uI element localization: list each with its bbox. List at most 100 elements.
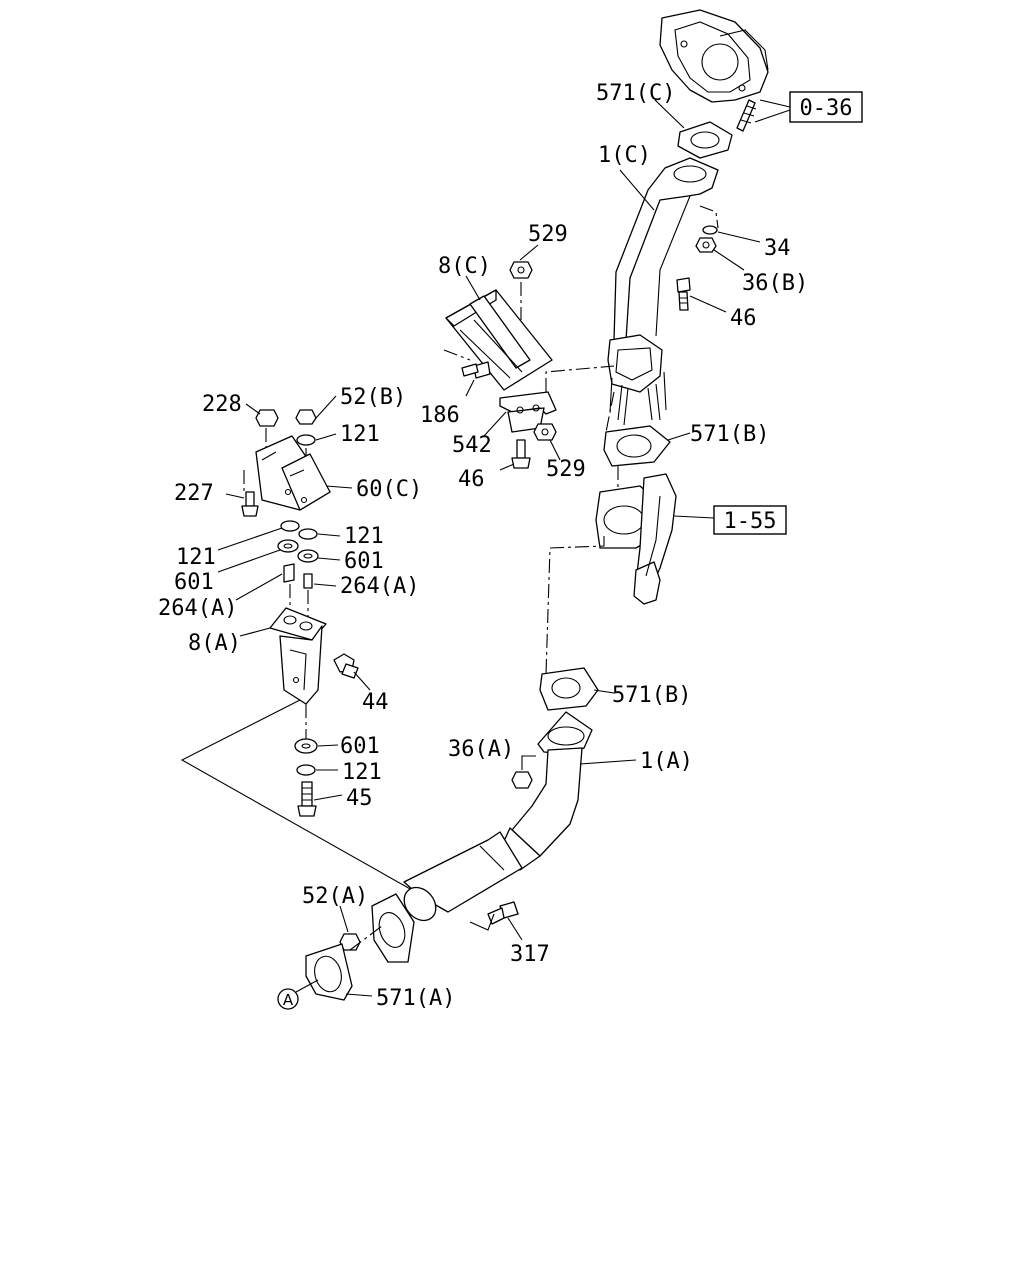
label-1c: 1(C) xyxy=(598,143,651,168)
lead-1a xyxy=(579,759,637,765)
lead-121c xyxy=(217,527,283,551)
nut-529-top xyxy=(509,261,533,279)
label-121b: 121 xyxy=(344,524,384,549)
label-571c: 571(C) xyxy=(596,81,675,106)
label-601b: 601 xyxy=(344,549,384,574)
lead-marker-a xyxy=(295,979,319,993)
label-52a: 52(A) xyxy=(302,884,368,909)
label-121d: 121 xyxy=(342,760,382,785)
dash-gasket-flange xyxy=(349,925,383,951)
label-264a-right: 264(A) xyxy=(340,574,419,599)
nut-36a xyxy=(511,771,533,789)
lead-571b-lower xyxy=(593,689,615,694)
washer-121-lower xyxy=(296,764,316,776)
washer-121-mid-right xyxy=(298,528,318,540)
label-227: 227 xyxy=(174,481,214,506)
marker-a-label: A xyxy=(283,991,294,1009)
nut-529-bottom xyxy=(533,423,557,441)
bolt-317 xyxy=(487,901,519,925)
lead-8c xyxy=(465,275,481,301)
label-121c: 121 xyxy=(176,545,216,570)
label-34: 34 xyxy=(764,236,791,261)
gasket-571b-upper xyxy=(603,425,671,467)
washer-121-upper xyxy=(296,434,316,446)
label-52b: 52(B) xyxy=(340,385,406,410)
label-46-top: 46 xyxy=(730,306,757,331)
label-1a: 1(A) xyxy=(640,749,693,774)
bracket-8a xyxy=(269,607,327,705)
lead-60c xyxy=(325,485,353,489)
bolt-46-bottom xyxy=(511,439,531,469)
lead-601a xyxy=(217,549,281,573)
label-529-top: 529 xyxy=(528,222,568,247)
lead-46-bottom xyxy=(499,463,515,471)
label-529-bottom: 529 xyxy=(546,457,586,482)
label-186: 186 xyxy=(420,403,460,428)
lead-121b xyxy=(317,533,341,537)
lead-529-top xyxy=(519,244,539,261)
lead-121a xyxy=(315,433,337,441)
label-571a: 571(A) xyxy=(376,986,455,1011)
gasket-571b-lower xyxy=(539,667,599,711)
lead-36a xyxy=(521,755,536,770)
lead-44 xyxy=(353,671,371,691)
label-8c: 8(C) xyxy=(438,254,491,279)
turbo-housing xyxy=(659,9,769,103)
label-228: 228 xyxy=(202,392,242,417)
bolt-46-top xyxy=(676,277,691,311)
lead-571c xyxy=(654,99,685,129)
label-264a-left: 264(A) xyxy=(158,596,237,621)
lead-264a-right xyxy=(313,583,337,587)
label-46-bottom: 46 xyxy=(458,467,485,492)
bolt-44 xyxy=(333,653,359,679)
dash-top-flange xyxy=(699,205,719,229)
lead-228 xyxy=(245,403,261,415)
lead-571b-upper xyxy=(667,432,691,441)
lead-264a-left xyxy=(235,573,283,601)
label-571b-lower: 571(B) xyxy=(612,683,691,708)
gasket-571c xyxy=(677,121,733,159)
ref-1-55-label: 1-55 xyxy=(724,509,777,534)
lead-227 xyxy=(225,493,245,499)
ref-155-lead xyxy=(673,515,715,519)
lead-34 xyxy=(717,231,761,243)
housing-1-55 xyxy=(595,473,677,605)
washer-34 xyxy=(702,225,718,235)
ref-0-36-label: 0-36 xyxy=(800,96,853,121)
nut-52b xyxy=(295,409,317,425)
lead-542 xyxy=(483,411,507,437)
lead-317 xyxy=(507,917,523,941)
lead-52b xyxy=(315,395,337,419)
label-542: 542 xyxy=(452,433,492,458)
lead-601b xyxy=(317,557,341,561)
bolt-186 xyxy=(461,361,491,379)
lead-1c xyxy=(619,169,655,211)
lead-8a xyxy=(239,627,271,637)
bolt-45 xyxy=(297,781,317,817)
dash-186 xyxy=(443,349,471,361)
lead-46-top xyxy=(689,295,727,313)
lead-529-bottom xyxy=(549,439,561,461)
lead-36b xyxy=(713,249,745,271)
label-121a: 121 xyxy=(340,422,380,447)
lead-601c xyxy=(317,744,339,747)
lead-186 xyxy=(465,379,475,397)
lead-45 xyxy=(313,794,343,801)
lead-52a xyxy=(339,905,349,933)
bolt-227 xyxy=(241,491,259,517)
plate-542 xyxy=(499,391,557,433)
ref-box-1-55[interactable]: 1-55 xyxy=(713,505,787,535)
cushion-601-left xyxy=(277,539,299,553)
label-36a: 36(A) xyxy=(448,737,514,762)
ref-box-0-36[interactable]: 0-36 xyxy=(789,91,863,123)
ref-036-lead xyxy=(754,99,791,123)
marker-a: A xyxy=(277,988,299,1010)
label-8a: 8(A) xyxy=(188,631,241,656)
bracket-8c xyxy=(445,289,553,391)
cushion-601-right xyxy=(297,549,319,563)
stud-bolt-0-36 xyxy=(736,99,757,132)
label-601a: 601 xyxy=(174,570,214,595)
label-44: 44 xyxy=(362,690,389,715)
